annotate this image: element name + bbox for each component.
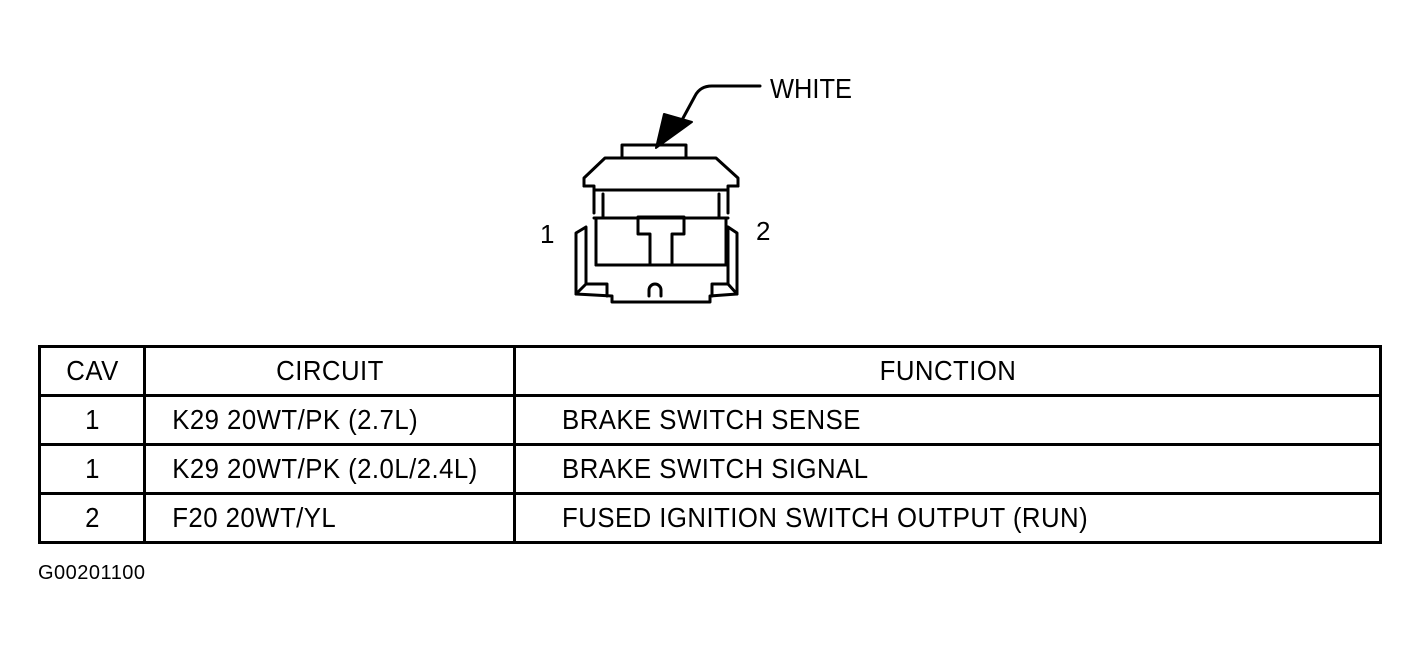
cell-function: BRAKE SWITCH SIGNAL (547, 443, 1348, 495)
pin-label-1: 1 (540, 219, 554, 249)
connector-body (574, 143, 740, 304)
table-header-row: CAV CIRCUIT FUNCTION (40, 345, 1381, 397)
figure-id: G00201100 (38, 562, 146, 584)
pinout-table: CAV CIRCUIT FUNCTION 1 K29 20WT/PK (2.7L… (38, 345, 1382, 544)
header-function: FUNCTION (547, 345, 1348, 397)
connector-diagram: WHITE 1 2 (540, 73, 852, 304)
cell-circuit: F20 20WT/YL (157, 492, 502, 544)
cell-cav: 1 (42, 443, 142, 495)
header-circuit: CIRCUIT (157, 345, 502, 397)
cell-cav: 1 (42, 394, 142, 446)
table-row: 2 F20 20WT/YL FUSED IGNITION SWITCH OUTP… (40, 492, 1381, 544)
table-row: 1 K29 20WT/PK (2.0L/2.4L) BRAKE SWITCH S… (40, 443, 1381, 495)
callout-arrow (655, 84, 762, 149)
cell-cav: 2 (42, 492, 142, 544)
pin-label-2: 2 (756, 216, 770, 246)
cell-function: BRAKE SWITCH SENSE (547, 394, 1348, 446)
cell-circuit: K29 20WT/PK (2.7L) (157, 394, 502, 446)
cell-circuit: K29 20WT/PK (2.0L/2.4L) (157, 443, 502, 495)
cell-function: FUSED IGNITION SWITCH OUTPUT (RUN) (547, 492, 1348, 544)
header-cav: CAV (42, 345, 142, 397)
color-callout-label: WHITE (770, 73, 852, 104)
table-row: 1 K29 20WT/PK (2.7L) BRAKE SWITCH SENSE (40, 394, 1381, 446)
